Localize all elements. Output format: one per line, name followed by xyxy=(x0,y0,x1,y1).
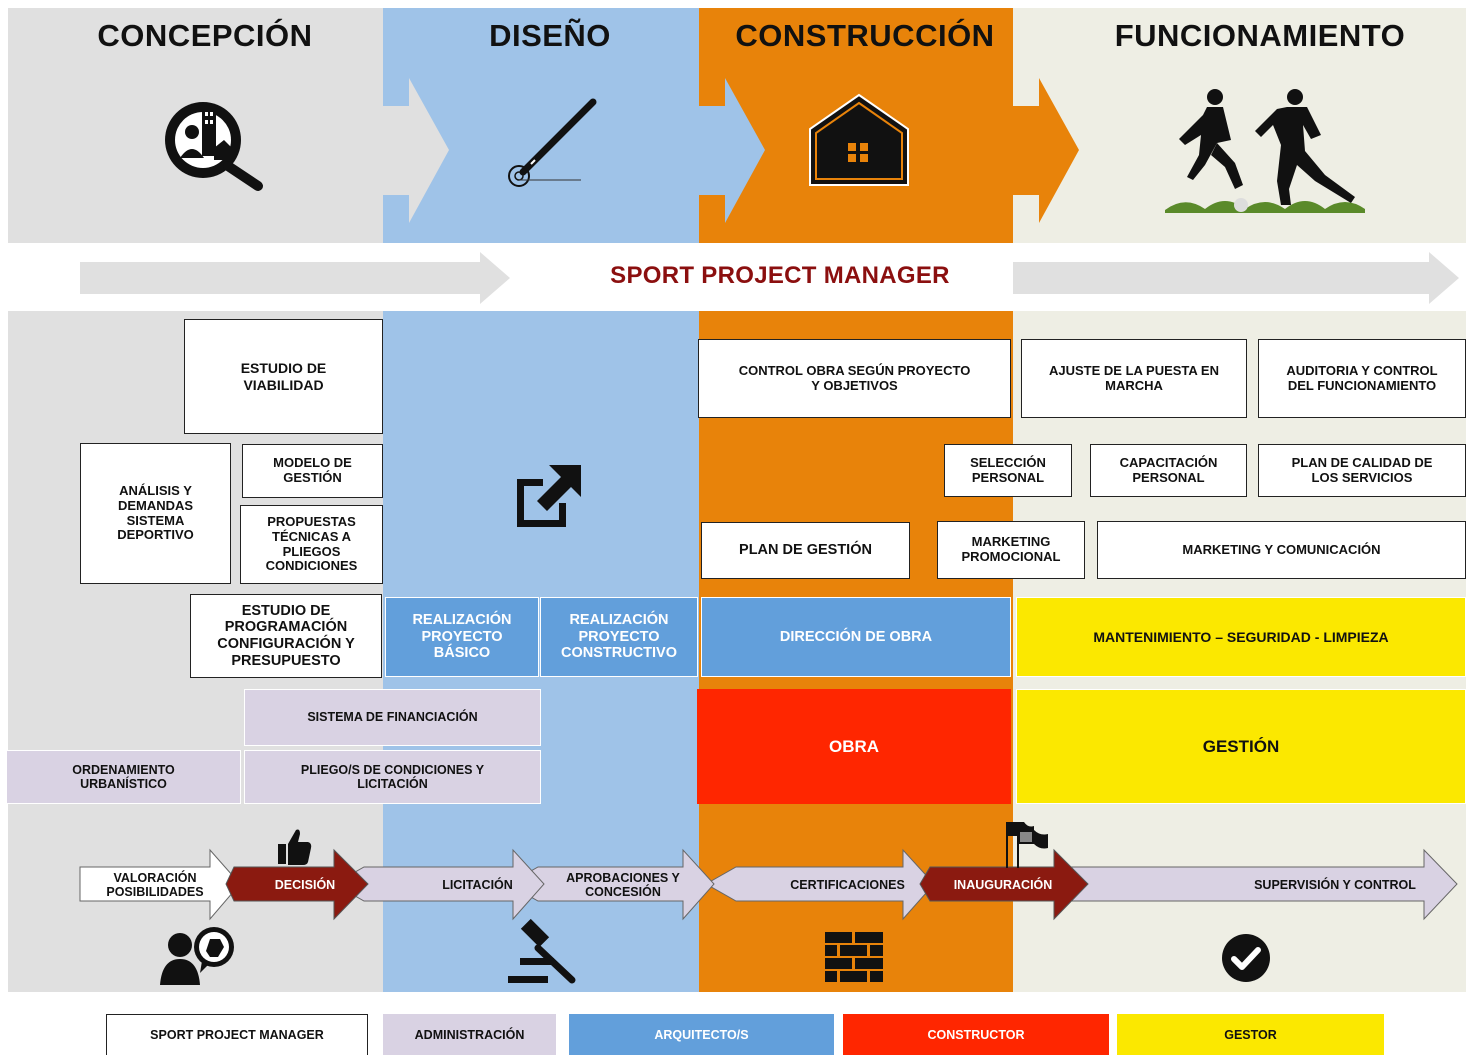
timeline-arrows xyxy=(79,848,1458,921)
timeline-aprobaciones: APROBACIONES Y CONCESIÓN xyxy=(566,870,680,899)
marketing-comunicacion-box: MARKETING Y COMUNICACIÓN xyxy=(1097,521,1466,579)
banner-title: SPORT PROJECT MANAGER xyxy=(610,262,950,289)
legend-gestor: GESTOR xyxy=(1117,1014,1384,1055)
legend-sport-project-manager: SPORT PROJECT MANAGER xyxy=(106,1014,368,1055)
plan-gestion-box: PLAN DE GESTIÓN xyxy=(701,522,910,579)
phase-chevron-1 xyxy=(383,78,449,223)
pen-icon xyxy=(508,98,597,187)
legend-administracion: ADMINISTRACIÓN xyxy=(383,1014,556,1055)
timeline-valoracion: VALORACIÓN POSIBILIDADES xyxy=(106,870,204,899)
gestion-box: GESTIÓN xyxy=(1016,689,1466,804)
check-circle-icon xyxy=(1222,934,1270,982)
timeline-certificaciones: CERTIFICACIONES xyxy=(790,877,905,892)
banner-arrow-right xyxy=(1013,252,1459,304)
phase-chevron-2 xyxy=(699,78,765,223)
auditoria-box: AUDITORIA Y CONTROL DEL FUNCIONAMIENTO xyxy=(1258,339,1466,418)
phase-chevron-3 xyxy=(1013,78,1079,223)
estudio-viabilidad-box: ESTUDIO DE VIABILIDAD xyxy=(184,319,383,434)
external-link-icon xyxy=(517,465,581,527)
marketing-promocional-box: MARKETING PROMOCIONAL xyxy=(937,521,1085,579)
timeline-inauguracion: INAUGURACIÓN xyxy=(953,877,1053,892)
mantenimiento-box: MANTENIMIENTO – SEGURIDAD - LIMPIEZA xyxy=(1016,597,1466,677)
modelo-gestion-box: MODELO DE GESTIÓN xyxy=(242,444,383,498)
propuestas-tecnicas-box: PROPUESTAS TÉCNICAS A PLIEGOS CONDICIONE… xyxy=(240,505,383,584)
proyecto-constructivo-box: REALIZACIÓN PROYECTO CONSTRUCTIVO xyxy=(540,597,698,677)
football-players-icon xyxy=(1165,89,1365,213)
estudio-programacion-box: ESTUDIO DE PROGRAMACIÓN CONFIGURACIÓN Y … xyxy=(190,594,382,678)
search-building-icon xyxy=(165,102,263,191)
legend-constructor: CONSTRUCTOR xyxy=(843,1014,1109,1055)
house-icon xyxy=(809,93,909,186)
thumbs-up-icon xyxy=(278,829,312,865)
timeline-decision: DECISIÓN xyxy=(274,877,336,892)
plan-calidad-box: PLAN DE CALIDAD DE LOS SERVICIOS xyxy=(1258,444,1466,497)
analisis-demandas-box: ANÁLISIS Y DEMANDAS SISTEMA DEPORTIVO xyxy=(80,443,231,584)
banner-arrow-left xyxy=(80,252,510,304)
timeline-supervision: SUPERVISIÓN Y CONTROL xyxy=(1254,877,1416,892)
seleccion-personal-box: SELECCIÓN PERSONAL xyxy=(944,444,1072,497)
meeting-icon xyxy=(160,927,234,985)
pliegos-licitacion-box: PLIEGO/S DE CONDICIONES Y LICITACIÓN xyxy=(244,750,541,804)
phase-title-diseno: DISEÑO xyxy=(489,18,611,53)
sistema-financiacion-box: SISTEMA DE FINANCIACIÓN xyxy=(244,689,541,746)
gavel-icon xyxy=(508,918,576,984)
capacitacion-box: CAPACITACIÓN PERSONAL xyxy=(1090,444,1247,497)
obra-box: OBRA xyxy=(697,689,1011,804)
phase-title-construccion: CONSTRUCCIÓN xyxy=(735,18,995,53)
funcionamiento-column xyxy=(1013,8,1466,992)
legend-arquitectos: ARQUITECTO/S xyxy=(569,1014,834,1055)
phase-title-concepcion: CONCEPCIÓN xyxy=(97,18,313,53)
control-obra-box: CONTROL OBRA SEGÚN PROYECTO Y OBJETIVOS xyxy=(698,339,1011,418)
direccion-obra-box: DIRECCIÓN DE OBRA xyxy=(701,597,1011,677)
timeline-licitacion: LICITACIÓN xyxy=(442,877,513,892)
flags-icon xyxy=(1006,822,1048,868)
bricks-icon xyxy=(825,932,883,982)
ordenamiento-box: ORDENAMIENTO URBANÍSTICO xyxy=(6,750,241,804)
phase-title-funcionamiento: FUNCIONAMIENTO xyxy=(1114,18,1406,53)
proyecto-basico-box: REALIZACIÓN PROYECTO BÁSICO xyxy=(385,597,539,677)
ajuste-puesta-box: AJUSTE DE LA PUESTA EN MARCHA xyxy=(1021,339,1247,418)
